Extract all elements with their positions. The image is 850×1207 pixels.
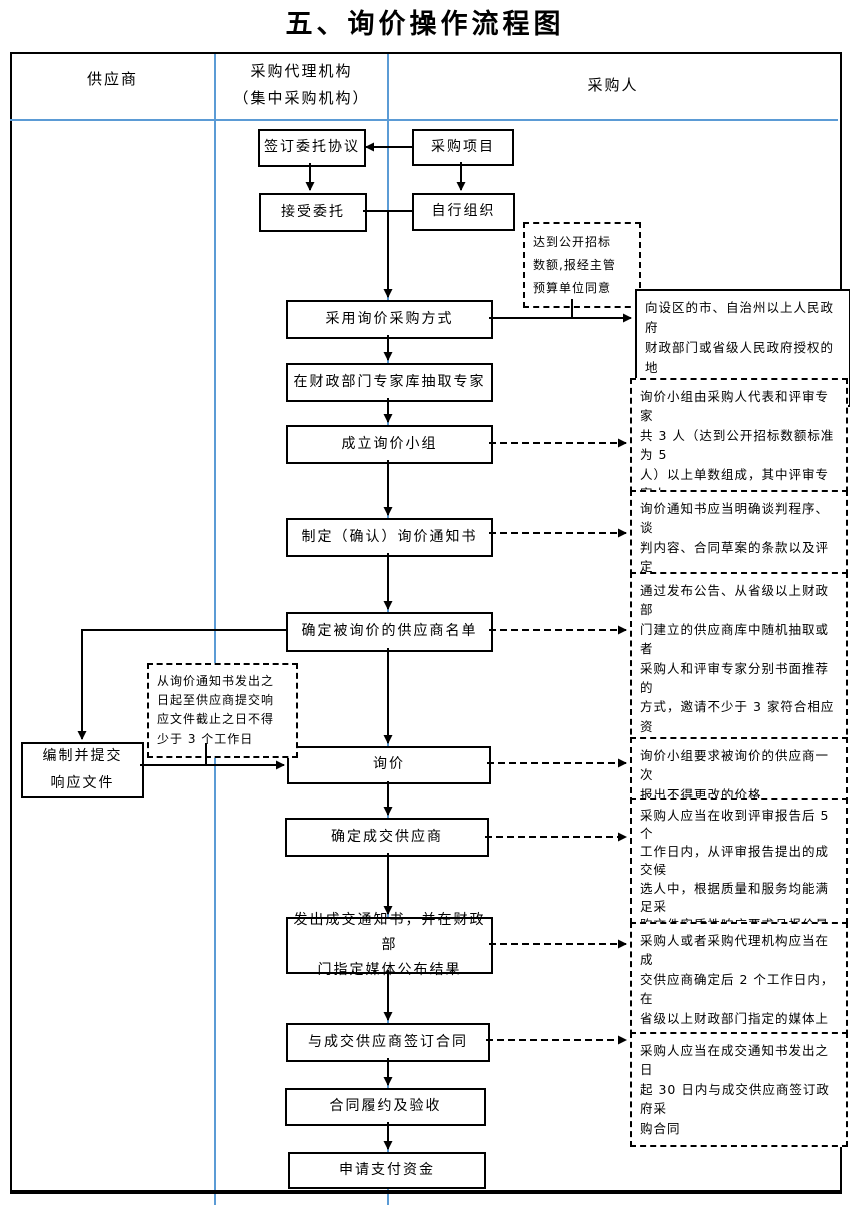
note-tender-threshold: 达到公开招标 数额,报经主管 预算单位同意 (523, 222, 641, 309)
flow-box-issue-notice: 发出成交通知书，并在财政部 门指定媒体公布结果 (286, 912, 493, 978)
note-invite-suppliers: 通过发布公告、从省级以上财政部 门建立的供应商库中随机抽取或者 采购人和评审专家… (630, 572, 848, 765)
flow-box-form-inquiry-group: 成立询价小组 (286, 425, 493, 464)
flow-box-extract-experts: 在财政部门专家库抽取专家 (286, 363, 493, 402)
column-divider-left (214, 52, 216, 1205)
header-divider (10, 119, 838, 121)
lane-header-agency: 采购代理机构 （集中采购机构） (233, 62, 370, 107)
flow-box-contract-acceptance: 合同履约及验收 (285, 1088, 486, 1126)
note-response-deadline: 从询价通知书发出之 日起至供应商提交响 应文件截止之日不得 少于 3 个工作日 (147, 663, 298, 758)
lane-header-purchaser: 采购人 (587, 76, 639, 94)
flow-box-procurement-project: 采购项目 (412, 129, 514, 166)
flow-box-adopt-inquiry-method: 采用询价采购方式 (286, 300, 493, 339)
flow-box-inquiry: 询价 (287, 746, 491, 784)
flow-box-prepare-response: 编制并提交 响应文件 (21, 742, 144, 798)
lane-header-supplier: 供应商 (86, 70, 138, 88)
note-sign-within-30-days: 采购人应当在成交通知书发出之日 起 30 日内与成交供应商签订政府采 购合同 (630, 1032, 848, 1147)
page-title: 五、询价操作流程图 (285, 9, 565, 40)
flow-box-sign-contract: 与成交供应商签订合同 (286, 1023, 490, 1062)
flow-box-accept-entrustment: 接受委托 (259, 193, 367, 232)
flow-box-apply-payment: 申请支付资金 (288, 1152, 486, 1189)
flow-box-determine-winner: 确定成交供应商 (285, 818, 489, 857)
flow-box-make-inquiry-notice: 制定（确认）询价通知书 (286, 518, 493, 557)
flow-box-self-organize: 自行组织 (412, 193, 515, 231)
flow-box-sign-agreement: 签订委托协议 (258, 129, 366, 167)
flow-box-supplier-list: 确定被询价的供应商名单 (286, 612, 493, 652)
